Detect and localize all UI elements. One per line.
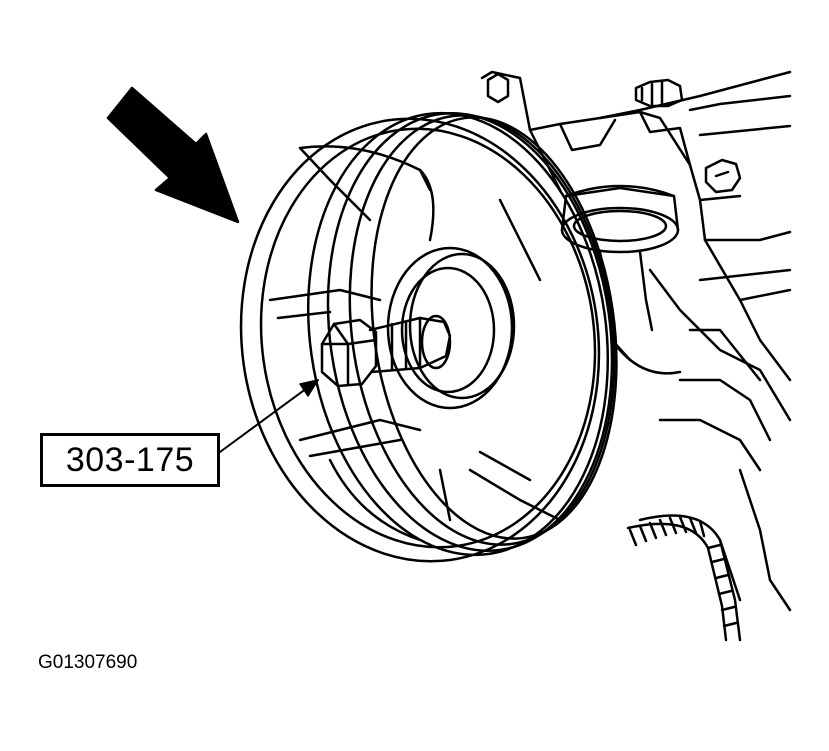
tool-number-label: 303-175 xyxy=(65,440,195,479)
pulley-outer-rim xyxy=(239,111,618,563)
engine-bracket xyxy=(480,70,792,612)
leader-line xyxy=(219,379,319,453)
pulley-hub xyxy=(386,246,516,410)
drive-belt xyxy=(626,514,742,642)
tool-303-175 xyxy=(320,314,452,388)
pulley-spokes xyxy=(268,145,562,542)
direction-arrow xyxy=(106,86,240,224)
tool-number-callout: 303-175 xyxy=(40,433,220,487)
figure-id-label: G01307690 xyxy=(38,652,138,673)
